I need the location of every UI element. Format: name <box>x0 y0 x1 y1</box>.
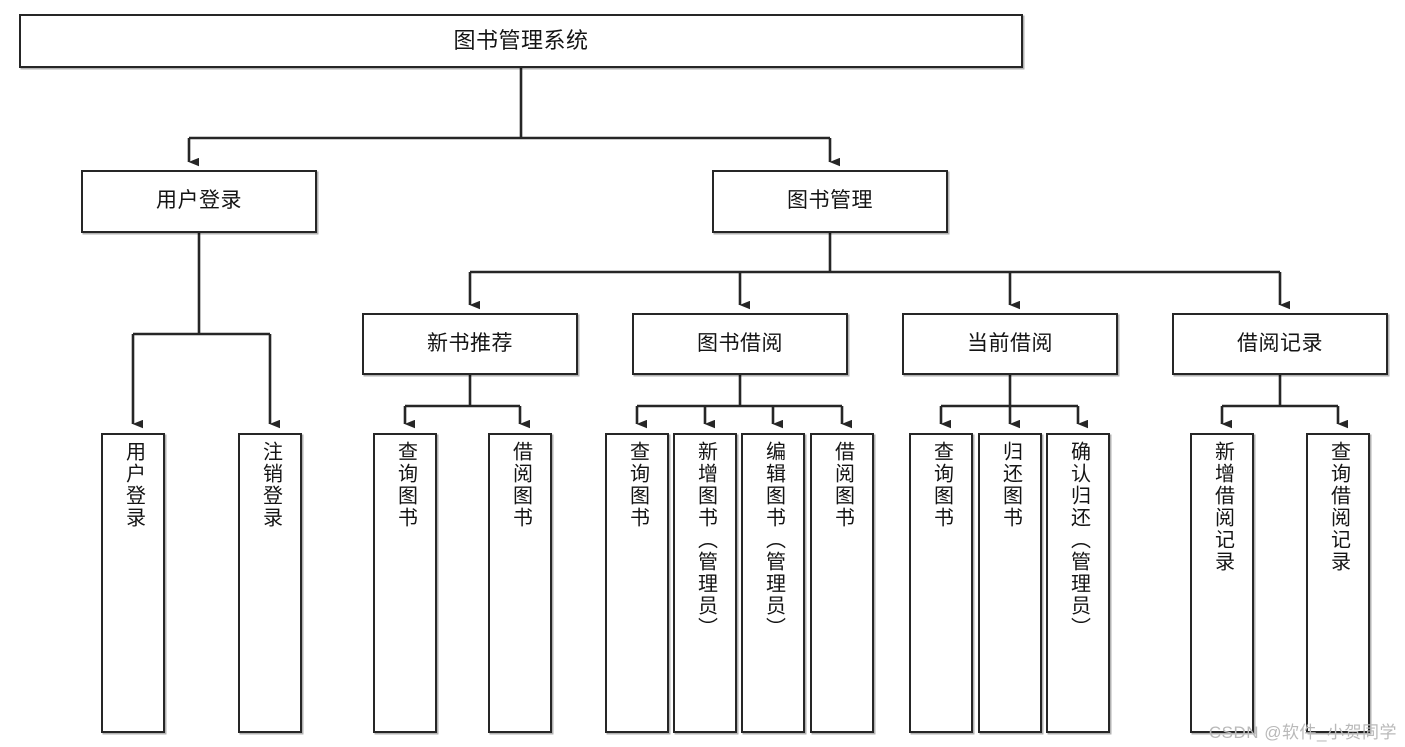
node-label: 图书管理 <box>787 189 873 213</box>
node-label: 查询图书 <box>626 441 649 529</box>
leaf-user-login-login[interactable]: 用户登录 <box>101 433 165 733</box>
node-label: 编辑图书（管理员） <box>762 441 785 639</box>
leaf-user-login-logout[interactable]: 注销登录 <box>238 433 302 733</box>
node-label: 用户登录 <box>156 189 242 213</box>
node-label: 新书推荐 <box>427 331 513 355</box>
node-user-login[interactable]: 用户登录 <box>81 170 317 233</box>
leaf-borrow-record-add-record[interactable]: 新增借阅记录 <box>1190 433 1254 733</box>
node-label: 新增借阅记录 <box>1211 441 1234 573</box>
node-label: 查询图书 <box>394 441 417 529</box>
node-current-borrow[interactable]: 当前借阅 <box>902 313 1118 375</box>
node-label: 图书管理系统 <box>453 28 589 54</box>
node-label: 查询借阅记录 <box>1327 441 1350 573</box>
leaf-book-borrow-add-book-admin[interactable]: 新增图书（管理员） <box>673 433 737 733</box>
leaf-current-borrow-query-book[interactable]: 查询图书 <box>909 433 973 733</box>
leaf-new-book-query-book[interactable]: 查询图书 <box>373 433 437 733</box>
leaf-new-book-borrow-book[interactable]: 借阅图书 <box>488 433 552 733</box>
node-label: 图书借阅 <box>697 331 783 355</box>
node-label: 新增图书（管理员） <box>694 441 717 639</box>
node-label: 确认归还（管理员） <box>1067 441 1090 639</box>
node-book-borrow[interactable]: 图书借阅 <box>632 313 848 375</box>
node-new-book-recommend[interactable]: 新书推荐 <box>362 313 578 375</box>
node-label: 借阅图书 <box>509 441 532 529</box>
node-book-management[interactable]: 图书管理 <box>712 170 948 233</box>
node-label: 注销登录 <box>259 441 282 529</box>
node-root-book-management-system[interactable]: 图书管理系统 <box>19 14 1023 68</box>
node-label: 用户登录 <box>122 441 145 529</box>
node-label: 当前借阅 <box>967 331 1053 355</box>
leaf-book-borrow-query-book[interactable]: 查询图书 <box>605 433 669 733</box>
node-label: 借阅图书 <box>831 441 854 529</box>
leaf-book-borrow-borrow-book[interactable]: 借阅图书 <box>810 433 874 733</box>
leaf-book-borrow-edit-book-admin[interactable]: 编辑图书（管理员） <box>741 433 805 733</box>
leaf-current-borrow-return-book[interactable]: 归还图书 <box>978 433 1042 733</box>
node-label: 查询图书 <box>930 441 953 529</box>
node-borrow-record[interactable]: 借阅记录 <box>1172 313 1388 375</box>
node-label: 归还图书 <box>999 441 1022 529</box>
csdn-watermark: CSDN @软件_小贺同学 <box>1208 723 1397 742</box>
leaf-current-borrow-confirm-return-admin[interactable]: 确认归还（管理员） <box>1046 433 1110 733</box>
leaf-borrow-record-query-record[interactable]: 查询借阅记录 <box>1306 433 1370 733</box>
node-label: 借阅记录 <box>1237 331 1323 355</box>
